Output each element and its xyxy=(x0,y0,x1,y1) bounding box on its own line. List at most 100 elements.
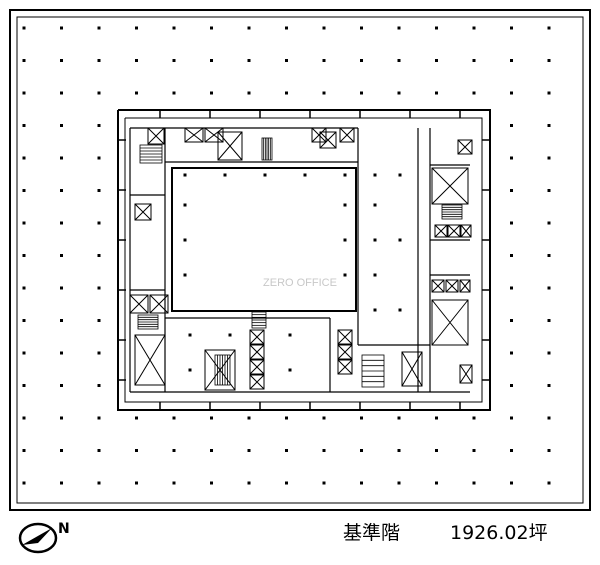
shaft-box xyxy=(457,139,473,155)
grid-dot xyxy=(97,384,101,387)
grid-dot xyxy=(322,59,326,62)
grid-dot xyxy=(247,481,251,485)
grid-dot xyxy=(135,481,138,485)
shaft-box xyxy=(337,344,353,360)
grid-dot xyxy=(360,26,363,30)
shaft-box xyxy=(401,351,423,387)
grid-dot xyxy=(97,124,101,127)
grid-dot xyxy=(397,91,401,95)
grid-dot xyxy=(135,26,138,30)
stair-treads xyxy=(441,204,463,220)
grid-dot xyxy=(60,481,63,485)
grid-dot xyxy=(397,26,401,30)
watermark-text: ZERO OFFICE xyxy=(263,277,337,289)
grid-dot xyxy=(360,416,363,420)
grid-dot xyxy=(398,173,402,177)
grid-dot xyxy=(97,286,101,290)
grid-dot xyxy=(547,286,551,290)
grid-dot xyxy=(97,416,101,420)
grid-dot xyxy=(285,481,288,485)
grid-dot xyxy=(510,156,513,160)
grid-dot xyxy=(397,449,401,452)
north-arrow-icon: N xyxy=(18,521,70,554)
shaft-box xyxy=(339,127,355,143)
shaft-box xyxy=(134,203,152,221)
shaft-box xyxy=(431,299,469,346)
shaft-box xyxy=(460,224,472,238)
grid-dot xyxy=(360,481,363,485)
shaft-box xyxy=(129,294,149,314)
grid-dot xyxy=(60,124,63,127)
grid-dot xyxy=(510,319,513,322)
grid-dot xyxy=(247,416,251,420)
grid-dot xyxy=(547,124,551,127)
grid-dot xyxy=(360,449,363,452)
grid-dot xyxy=(472,59,476,62)
grid-dot xyxy=(285,59,288,62)
grid-dot xyxy=(547,156,551,160)
grid-dot xyxy=(547,91,551,95)
grid-dot xyxy=(210,26,213,30)
column-grid xyxy=(22,26,551,485)
grid-dot xyxy=(183,273,187,277)
grid-dot xyxy=(510,254,513,257)
grid-dot xyxy=(547,189,551,192)
shaft-box xyxy=(184,127,204,143)
grid-dot xyxy=(288,333,292,337)
grid-dot xyxy=(22,449,26,452)
grid-dot xyxy=(435,26,438,30)
shaft-box xyxy=(149,294,169,314)
grid-dot xyxy=(435,416,438,420)
grid-dot xyxy=(97,254,101,257)
grid-dot xyxy=(60,384,63,387)
grid-dot xyxy=(435,59,438,62)
grid-dot xyxy=(547,254,551,257)
stair-treads xyxy=(139,144,163,164)
grid-dot xyxy=(135,59,138,62)
grid-dot xyxy=(60,189,63,192)
grid-dot xyxy=(210,91,213,95)
grid-dot xyxy=(22,384,26,387)
grid-dot xyxy=(22,416,26,420)
grid-dot xyxy=(228,333,232,337)
shaft-box xyxy=(249,344,265,360)
grid-dot xyxy=(22,221,26,225)
grid-dot xyxy=(547,416,551,420)
shaft-box xyxy=(319,131,337,149)
grid-dot xyxy=(22,189,26,192)
shaft-box xyxy=(249,329,265,345)
grid-dot xyxy=(135,449,138,452)
grid-dot xyxy=(210,416,213,420)
grid-dot xyxy=(247,59,251,62)
grid-dot xyxy=(285,449,288,452)
grid-dot xyxy=(288,368,292,372)
grid-dot xyxy=(183,173,187,177)
grid-dot xyxy=(472,481,476,485)
grid-dot xyxy=(22,156,26,160)
grid-dot xyxy=(22,319,26,322)
grid-dot xyxy=(183,203,187,207)
stair-treads xyxy=(137,314,159,330)
grid-dot xyxy=(97,59,101,62)
compass-letter: N xyxy=(58,521,70,537)
grid-dot xyxy=(360,91,363,95)
grid-dot xyxy=(22,481,26,485)
grid-dot xyxy=(472,416,476,420)
grid-dot xyxy=(188,333,192,337)
grid-dot xyxy=(435,449,438,452)
grid-dot xyxy=(510,124,513,127)
grid-dot xyxy=(373,308,377,312)
grid-dot xyxy=(373,238,377,242)
grid-dot xyxy=(22,26,26,30)
grid-dot xyxy=(97,156,101,160)
grid-dot xyxy=(60,449,63,452)
grid-dot xyxy=(510,221,513,225)
shaft-box xyxy=(204,127,224,143)
grid-dot xyxy=(303,173,307,177)
grid-dot xyxy=(210,59,213,62)
shaft-box xyxy=(431,279,445,293)
grid-dot xyxy=(22,351,26,355)
grid-dot xyxy=(435,481,438,485)
stair-treads xyxy=(361,354,385,388)
